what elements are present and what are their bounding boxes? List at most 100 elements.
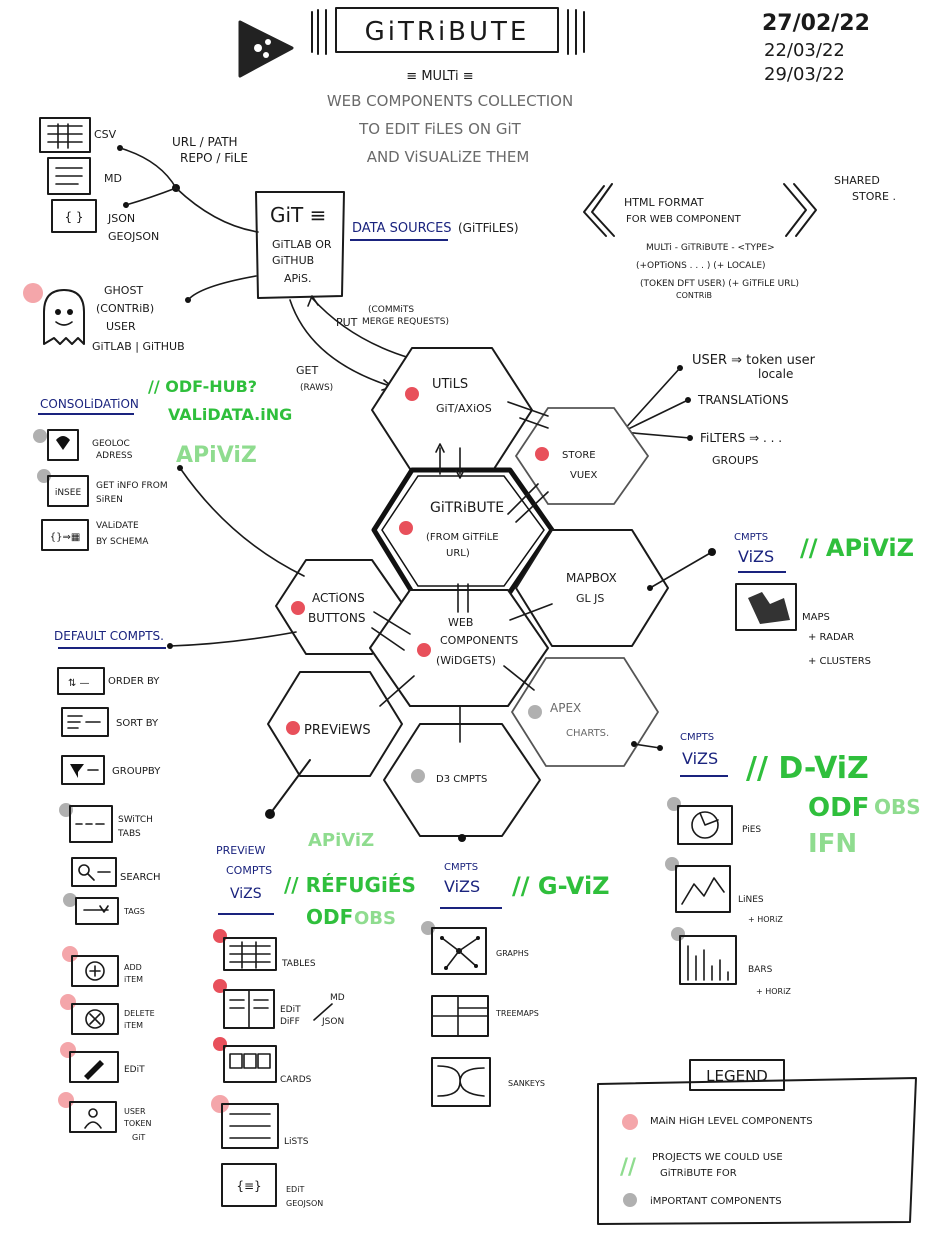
ghost-label: GiTLAB | GiTHUB (92, 340, 185, 353)
project-tag: APiViZ (176, 443, 257, 468)
put-label: (COMMiTS (368, 305, 414, 315)
important-dot (671, 927, 685, 941)
project-tag: APiViZ (308, 830, 374, 851)
main-dot (60, 994, 76, 1010)
important-dot (33, 429, 47, 443)
store-item: locale (758, 367, 793, 381)
default-comp-label: TABS (117, 829, 141, 839)
filter-icon (61, 755, 105, 785)
svg-text:{ }: { } (64, 210, 83, 224)
project-tag: ODF (808, 793, 869, 823)
tag-spec-line: (+OPTiONS . . . ) (+ LOCALE) (636, 261, 766, 271)
html-format-label: FOR WEB COMPONENT (626, 214, 742, 225)
preview-comp-label: LiSTS (284, 1137, 309, 1147)
consolidation-item: ADRESS (96, 451, 133, 461)
project-tag: IFN (808, 829, 857, 859)
default-comp-label: iTEM (124, 975, 143, 984)
mapbox-comp-label: MAPS (802, 612, 830, 623)
store-item: FiLTERS ⇒ . . . (700, 431, 782, 445)
main-dot (535, 447, 549, 461)
main-dot (211, 1095, 229, 1113)
hex-label: GiTRiBUTE (430, 500, 504, 516)
hex-previews: PREViEWS (267, 671, 403, 777)
project-tag: // RÉFUGiÉS (284, 873, 416, 897)
svg-text:⇅ —: ⇅ — (68, 678, 90, 689)
tagline-line: AND ViSUALiZE THEM (367, 148, 530, 166)
insee-icon: iNSEE (47, 475, 89, 507)
hex-label: URL) (446, 548, 470, 559)
hex-actions: ACTiONS BUTTONS (275, 559, 405, 655)
mapbox-comps-section: CMPTS ViZS // APiViZ MAPS + RADAR + CLUS… (647, 532, 914, 667)
tabs-icon (69, 805, 113, 843)
svg-text:{≡}: {≡} (236, 1179, 261, 1193)
date-entry: 22/03/22 (764, 40, 845, 61)
hex-label: (WiDGETS) (436, 654, 496, 667)
edit-diff-icon (223, 989, 275, 1029)
project-tag: VALiDATA.iNG (168, 405, 292, 424)
git-sources: CSV MD { } JSON GEOJSON URL / PATH REPO … (23, 117, 519, 393)
legend-item: PROJECTS WE COULD USE (652, 1152, 783, 1163)
main-dot (291, 601, 305, 615)
default-components-section: DEFAULT COMPTS. ⇅ — ORDER BY SORT BY GRO… (54, 629, 297, 1142)
consolidation-item: VALiDATE (96, 521, 139, 531)
file-label: GEOJSON (108, 230, 159, 243)
ghost-icon (43, 289, 85, 345)
tagline-line: TO EDIT FiLES ON GiT (358, 120, 522, 138)
hex-label: VUEX (570, 470, 597, 481)
ghost-label: USER (106, 320, 136, 333)
put-label: PUT (336, 316, 358, 329)
hex-label: COMPONENTS (440, 634, 518, 647)
hex-label: BUTTONS (308, 611, 366, 625)
date-entry: 27/02/22 (762, 11, 870, 36)
section-heading: COMPTS (226, 864, 272, 877)
consolidation-item: GEOLOC (92, 439, 130, 449)
graph-icon (431, 927, 487, 975)
important-dot (63, 893, 77, 907)
legend-item: MAiN HiGH LEVEL COMPONENTS (650, 1116, 813, 1127)
user-icon (69, 1101, 117, 1133)
important-dot (623, 1193, 637, 1207)
shared-store-label: STORE . (852, 190, 896, 203)
cards-icon (223, 1045, 277, 1083)
preview-comp-label: MD (330, 993, 345, 1003)
default-comp-label: DELETE (124, 1009, 155, 1018)
default-comp-label: TAGS (123, 907, 145, 916)
section-heading: CMPTS (734, 532, 768, 543)
project-tag: OBS (874, 795, 921, 819)
default-comp-label: GiT (132, 1133, 145, 1142)
geojson-icon: {≡} (221, 1163, 277, 1207)
section-heading: PREViEW (216, 844, 266, 857)
d3-comp-label: GRAPHS (496, 949, 529, 958)
treemap-icon (431, 995, 489, 1037)
section-heading: CONSOLiDATiON (40, 397, 139, 411)
csv-file-icon (39, 117, 91, 153)
apex-comp-label: + HORiZ (756, 987, 791, 996)
tags-icon (75, 897, 119, 925)
project-tag: // G-ViZ (512, 872, 610, 900)
file-label: JSON (107, 212, 135, 225)
git-box-text: GiTHUB (272, 254, 314, 267)
hex-label: (FROM GiTFiLE (426, 532, 499, 543)
tag-spec-line: MULTi - GiTRiBUTE - <TYPE> (646, 243, 775, 253)
bar-chart-icon (679, 935, 737, 985)
store-items: USER ⇒ token user locale TRANSLATiONS Fi… (621, 353, 816, 467)
apex-comps-section: CMPTS ViZS // D-ViZ ODF OBS IFN PiES LiN… (631, 732, 921, 996)
line-chart-icon (675, 865, 731, 913)
default-comp-label: GROUPBY (112, 766, 161, 777)
section-heading: ViZS (738, 547, 774, 566)
default-comp-label: ADD (124, 963, 142, 972)
apex-comp-label: + HORiZ (748, 915, 783, 924)
main-dot (23, 283, 43, 303)
dates: 27/02/22 22/03/22 29/03/22 (762, 11, 870, 85)
consolidation-item: GET iNFO FROM (96, 481, 168, 491)
default-comp-label: SWiTCH (118, 815, 153, 825)
hex-label: D3 CMPTS (436, 774, 487, 785)
legend-item: iMPORTANT COMPONENTS (650, 1196, 782, 1207)
section-heading: ViZS (444, 877, 480, 896)
ghost-label: (CONTRiB) (96, 302, 154, 315)
git-box-text: GiT ≡ (270, 203, 326, 227)
preview-comp-label: TABLES (281, 959, 316, 969)
json-file-icon: { } (51, 199, 97, 233)
file-label: MD (104, 172, 122, 185)
mapbox-comp-label: + RADAR (808, 632, 854, 643)
